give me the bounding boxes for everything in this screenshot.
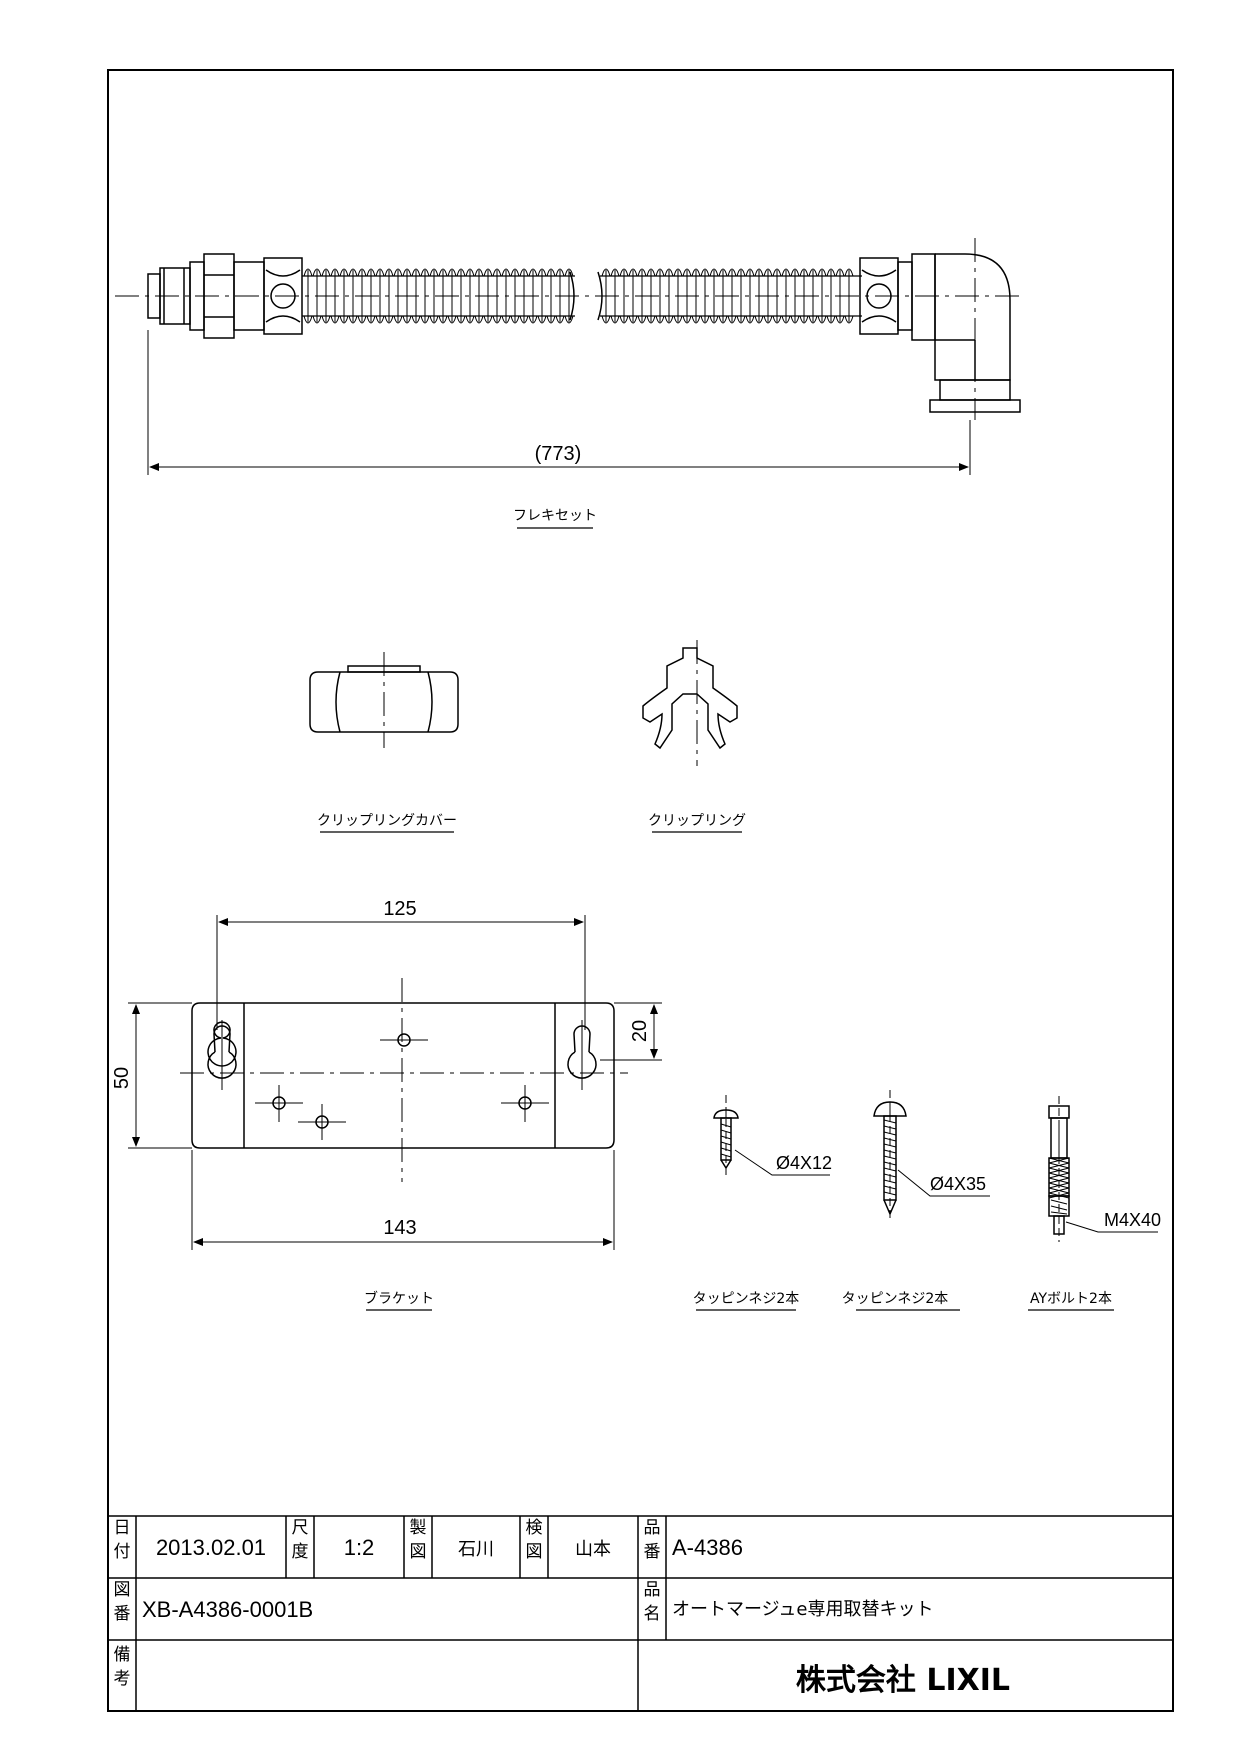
clip-ring-cover-drawing xyxy=(309,652,459,748)
date-value: 2013.02.01 xyxy=(156,1535,266,1560)
scale-value: 1:2 xyxy=(344,1535,375,1560)
clip-ring-label: クリップリング xyxy=(648,813,746,829)
drawing-no-label: 図番 xyxy=(114,1580,131,1624)
bracket-label: ブラケット xyxy=(364,1290,434,1307)
bracket-offset-dim: 20 xyxy=(629,1020,651,1042)
drawn-label: 製図 xyxy=(410,1518,427,1562)
tapping-screw-short-size: Ø4X12 xyxy=(776,1153,832,1173)
tapping-screw-long-size: Ø4X35 xyxy=(930,1174,986,1194)
scale-label: 尺度 xyxy=(292,1518,309,1562)
remarks-label: 備考 xyxy=(114,1645,131,1689)
flex-set-label: フレキセット xyxy=(513,508,597,524)
bracket-height-dim: 50 xyxy=(111,1067,133,1089)
title-block xyxy=(108,1515,1173,1711)
tapping-screw-short-label: タッピンネジ2本 xyxy=(693,1291,800,1307)
date-label: 日付 xyxy=(114,1518,131,1562)
clip-ring-cover-label: クリップリングカバー xyxy=(317,813,457,829)
product-no-value: A-4386 xyxy=(672,1535,743,1560)
checked-label: 検図 xyxy=(526,1518,543,1562)
company-logo: 株式会社 LIXIL xyxy=(796,1663,1010,1698)
product-name-value: オートマージュe専用取替キット xyxy=(672,1599,933,1620)
flex-hose-drawing xyxy=(115,238,1021,475)
ay-bolt-size: M4X40 xyxy=(1104,1210,1161,1230)
sheet-border xyxy=(107,69,1174,1712)
flex-length-dim: (773) xyxy=(535,443,582,465)
clip-ring-drawing xyxy=(642,640,738,766)
bracket-length-dim: 143 xyxy=(383,1217,416,1239)
product-name-label: 品名 xyxy=(644,1580,661,1624)
ay-bolt-drawing xyxy=(1048,1096,1158,1242)
bracket-drawing xyxy=(128,915,662,1250)
ay-bolt-label: AYボルト2本 xyxy=(1030,1291,1112,1307)
tapping-screw-short-drawing xyxy=(713,1095,830,1178)
tapping-screw-long-drawing xyxy=(873,1090,990,1222)
drawn-by-value: 石川 xyxy=(458,1539,494,1560)
product-no-label: 品番 xyxy=(644,1518,661,1562)
bracket-hole-pitch-dim: 125 xyxy=(383,898,416,920)
drawing-no-value: XB-A4386-0001B xyxy=(142,1597,313,1622)
tapping-screw-long-label: タッピンネジ2本 xyxy=(842,1291,949,1307)
checked-by-value: 山本 xyxy=(575,1539,611,1560)
